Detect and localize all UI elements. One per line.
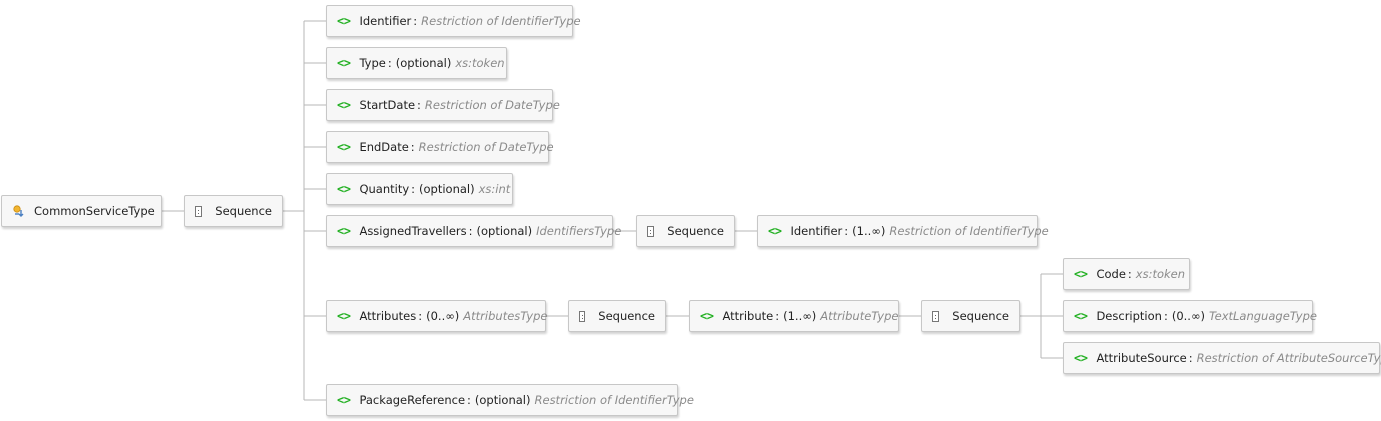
element-assignedtravellers-identifier[interactable]: <> Identifier : (1..∞) Restriction of Id… <box>757 215 1049 247</box>
element-icon: <> <box>700 309 714 323</box>
element-type: xs:token <box>1135 267 1186 281</box>
sequence-label: Sequence <box>667 224 724 238</box>
name-separator: : <box>1127 267 1132 281</box>
name-separator: : <box>411 182 416 196</box>
element-type: AttributeType <box>820 309 899 323</box>
element-name: AttributeSource <box>1096 351 1187 365</box>
name-separator: : <box>844 224 849 238</box>
element-cardinality: (1..∞) <box>852 224 886 238</box>
element-cardinality: (1..∞) <box>783 309 817 323</box>
element-type: TextLanguageType <box>1209 309 1317 323</box>
sequence-icon <box>932 310 940 322</box>
element-type: Restriction of IdentifierType <box>421 14 581 28</box>
assignedtravellers-sequence-node[interactable]: Sequence <box>636 215 735 247</box>
element-type: Restriction of DateType <box>418 140 554 154</box>
element-enddate[interactable]: <> EndDate : Restriction of DateType <box>326 131 554 163</box>
element-attributesource[interactable]: <> AttributeSource : Restriction of Attr… <box>1063 342 1381 374</box>
element-name: Code <box>1096 267 1126 281</box>
element-startdate[interactable]: <> StartDate : Restriction of DateType <box>326 89 560 121</box>
element-type: IdentifiersType <box>536 224 622 238</box>
element-type: Restriction of AttributeSourceType <box>1196 351 1381 365</box>
sequence-icon <box>195 205 203 217</box>
element-name: Quantity <box>359 182 410 196</box>
name-separator: : <box>468 224 473 238</box>
root-sequence-node[interactable]: Sequence <box>184 195 283 227</box>
element-type: AttributesType <box>463 309 548 323</box>
name-separator: : <box>417 98 421 112</box>
attributes-sequence-node[interactable]: Sequence <box>568 300 666 332</box>
element-attributes[interactable]: <> Attributes : (0..∞) AttributesType <box>326 300 548 332</box>
element-icon: <> <box>337 309 351 323</box>
element-cardinality: (0..∞) <box>1171 309 1206 323</box>
name-separator: : <box>775 309 780 323</box>
element-identifier[interactable]: <> Identifier : Restriction of Identifie… <box>326 5 581 37</box>
element-code[interactable]: <> Code : xs:token <box>1063 258 1190 290</box>
element-name: EndDate <box>359 140 409 154</box>
element-icon: <> <box>1074 309 1088 323</box>
name-separator: : <box>410 140 415 154</box>
element-type-node[interactable]: <> Type : (optional) xs:token <box>326 47 507 79</box>
complex-type-name: CommonServiceType <box>34 204 155 218</box>
element-cardinality: (optional) <box>419 182 475 196</box>
element-name: StartDate <box>359 98 416 112</box>
element-cardinality: (optional) <box>395 56 452 70</box>
sequence-label: Sequence <box>598 309 655 323</box>
name-separator: : <box>418 309 423 323</box>
name-separator: : <box>413 14 418 28</box>
element-type: Restriction of DateType <box>424 98 560 112</box>
element-icon: <> <box>1074 267 1088 281</box>
sequence-icon <box>647 225 655 237</box>
element-quantity[interactable]: <> Quantity : (optional) xs:int <box>326 173 513 205</box>
element-description[interactable]: <> Description : (0..∞) TextLanguageType <box>1063 300 1317 332</box>
element-name: Identifier <box>359 14 412 28</box>
sequence-label: Sequence <box>215 204 272 218</box>
element-name: Description <box>1096 309 1162 323</box>
element-name: Identifier <box>790 224 843 238</box>
element-type: xs:token <box>455 56 505 70</box>
element-cardinality: (optional) <box>476 224 533 238</box>
element-icon: <> <box>337 56 351 70</box>
element-icon: <> <box>337 98 351 112</box>
element-icon: <> <box>337 140 351 154</box>
attribute-sequence-node[interactable]: Sequence <box>921 300 1020 332</box>
name-separator: : <box>1163 309 1168 323</box>
element-cardinality: (optional) <box>474 393 531 407</box>
element-name: Attributes <box>359 309 417 323</box>
element-icon: <> <box>337 182 351 196</box>
sequence-icon <box>579 310 586 322</box>
name-separator: : <box>1188 351 1193 365</box>
element-icon: <> <box>1074 351 1088 365</box>
element-assignedtravellers[interactable]: <> AssignedTravellers : (optional) Ident… <box>326 215 621 247</box>
element-name: Type <box>359 56 386 70</box>
element-type: xs:int <box>478 182 511 196</box>
sequence-label: Sequence <box>952 309 1009 323</box>
element-icon: <> <box>337 14 351 28</box>
element-name: Attribute <box>722 309 774 323</box>
element-type: Restriction of IdentifierType <box>534 393 694 407</box>
element-name: AssignedTravellers <box>359 224 467 238</box>
element-packagereference[interactable]: <> PackageReference : (optional) Restric… <box>326 384 694 416</box>
element-cardinality: (0..∞) <box>426 309 460 323</box>
element-icon: <> <box>337 393 351 407</box>
element-attribute[interactable]: <> Attribute : (1..∞) AttributeType <box>689 300 899 332</box>
complex-type-icon <box>12 204 26 218</box>
element-name: PackageReference <box>359 393 466 407</box>
element-icon: <> <box>337 224 351 238</box>
complex-type-node[interactable]: CommonServiceType <box>1 195 162 227</box>
element-type: Restriction of IdentifierType <box>889 224 1049 238</box>
name-separator: : <box>387 56 392 70</box>
name-separator: : <box>467 393 471 407</box>
element-icon: <> <box>768 224 782 238</box>
